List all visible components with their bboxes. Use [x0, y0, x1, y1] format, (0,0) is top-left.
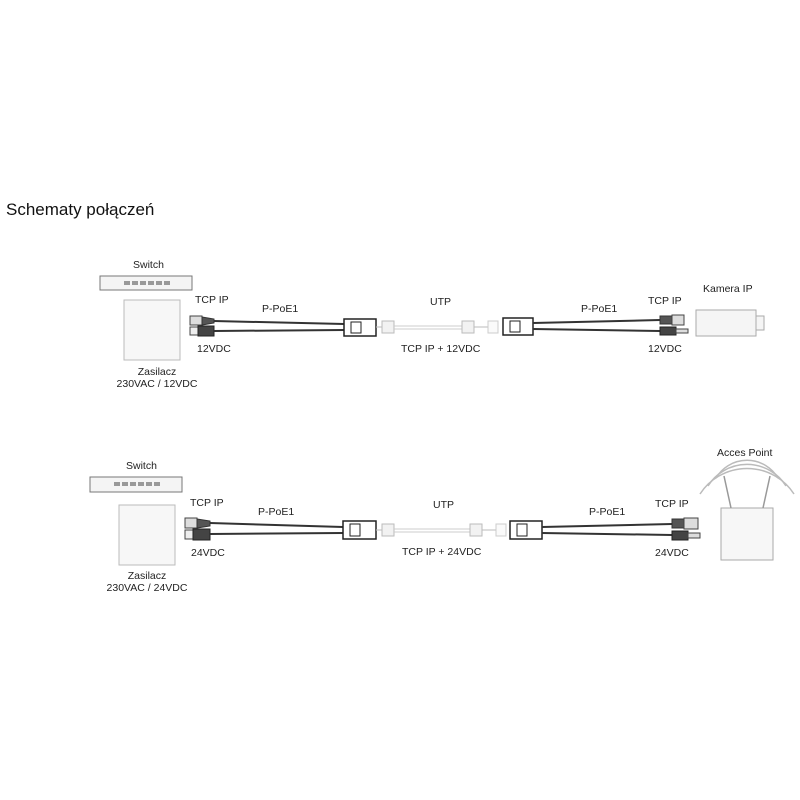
vdc-right-label-1: 12VDC: [648, 343, 682, 355]
page-title: Schematy połączeń: [6, 200, 155, 219]
vdc-left-label-1: 12VDC: [197, 343, 231, 355]
psu-label-1-line2: 230VAC / 12VDC: [116, 378, 198, 390]
diagram-2: [89, 459, 795, 566]
dc-jack-left-1: [189, 325, 215, 337]
utp-label-1: UTP: [430, 296, 451, 308]
switch-device-1: [99, 275, 193, 291]
cable-label-2: TCP IP + 24VDC: [402, 546, 482, 558]
ethernet-connector-left-1: [189, 315, 215, 326]
switch-device-2: [89, 476, 183, 493]
access-point: [720, 475, 774, 561]
ppoe-injector-left-1: [343, 318, 377, 337]
tcp-ip-right-label-2: TCP IP: [655, 498, 689, 510]
ppoe-injector-right-2: [509, 520, 543, 540]
ppoe-right-label-2: P-PoE1: [589, 506, 626, 518]
cable-label-1: TCP IP + 12VDC: [401, 343, 481, 355]
ethernet-connector-right-2: [671, 517, 699, 530]
psu-label-2-line2: 230VAC / 24VDC: [106, 582, 188, 594]
ppoe-left-label-2: P-PoE1: [258, 506, 295, 518]
psu-label-1: Zasilacz 230VAC / 12VDC: [112, 366, 202, 390]
vdc-left-label-2: 24VDC: [191, 547, 225, 559]
switch-label-1: Switch: [133, 259, 164, 271]
ethernet-connector-left-2: [184, 517, 211, 529]
diagram-1: [99, 275, 765, 361]
utp-cable-1: [376, 320, 499, 334]
power-supply-1: [123, 299, 181, 361]
ip-camera: [695, 309, 765, 337]
tcp-ip-right-label-1: TCP IP: [648, 295, 682, 307]
power-supply-2: [118, 504, 176, 566]
camera-label: Kamera IP: [703, 283, 753, 295]
dc-jack-left-2: [184, 528, 211, 541]
ppoe-injector-right-1: [502, 317, 534, 336]
access-point-label: Acces Point: [717, 447, 773, 459]
dc-plug-right-1: [659, 326, 689, 336]
tcp-ip-left-label-1: TCP IP: [195, 294, 229, 306]
ppoe-left-label-1: P-PoE1: [262, 303, 299, 315]
psu-label-2: Zasilacz 230VAC / 24VDC: [100, 570, 194, 594]
dc-plug-right-2: [671, 530, 701, 541]
switch-label-2: Switch: [126, 460, 157, 472]
utp-cable-2: [376, 523, 507, 537]
ethernet-connector-right-1: [659, 314, 685, 326]
wifi-signal-icon: [699, 459, 795, 495]
tcp-ip-left-label-2: TCP IP: [190, 497, 224, 509]
ppoe-right-label-1: P-PoE1: [581, 303, 618, 315]
utp-label-2: UTP: [433, 499, 454, 511]
ppoe-injector-left-2: [342, 520, 377, 540]
vdc-right-label-2: 24VDC: [655, 547, 689, 559]
psu-label-2-line1: Zasilacz: [127, 570, 167, 582]
psu-label-1-line1: Zasilacz: [137, 366, 177, 378]
